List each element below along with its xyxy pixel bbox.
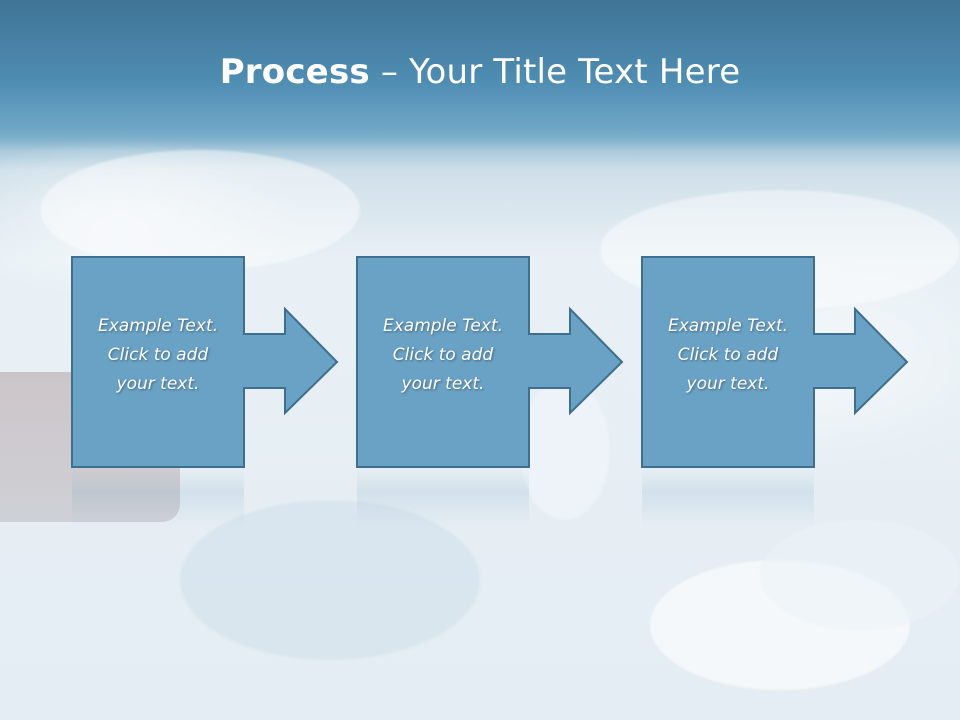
step-text-line: Click to add (107, 345, 209, 365)
step-text[interactable]: Example Text. Click to add your text. (643, 312, 813, 399)
background-pill (520, 380, 610, 520)
arrow-box-shape (641, 256, 909, 468)
slide-title[interactable]: Process – Your Title Text Here (0, 52, 960, 92)
step-text-line: your text. (686, 374, 770, 394)
step-text-line: your text. (116, 374, 200, 394)
process-step-2[interactable]: Example Text. Click to add your text. (356, 256, 696, 468)
title-rest: – Your Title Text Here (369, 52, 741, 92)
step-text-line: Example Text. (97, 316, 219, 336)
step-text-line: Click to add (392, 345, 494, 365)
step-text[interactable]: Example Text. Click to add your text. (73, 312, 243, 399)
step-text-line: Click to add (677, 345, 779, 365)
header-band (0, 0, 960, 150)
step-text[interactable]: Example Text. Click to add your text. (358, 312, 528, 399)
step-text-line: your text. (401, 374, 485, 394)
process-step-3[interactable]: Example Text. Click to add your text. (641, 256, 960, 468)
arrow-box-shape (71, 256, 339, 468)
step-text-line: Example Text. (667, 316, 789, 336)
arrow-box-shape (356, 256, 624, 468)
title-bold: Process (219, 52, 370, 92)
background-pill (760, 520, 960, 630)
step-text-line: Example Text. (382, 316, 504, 336)
step-reflection (357, 468, 529, 528)
background-pill (180, 500, 480, 660)
process-step-1[interactable]: Example Text. Click to add your text. (71, 256, 411, 468)
step-reflection (72, 468, 244, 528)
step-reflection (642, 468, 814, 528)
background-pill (40, 150, 360, 270)
